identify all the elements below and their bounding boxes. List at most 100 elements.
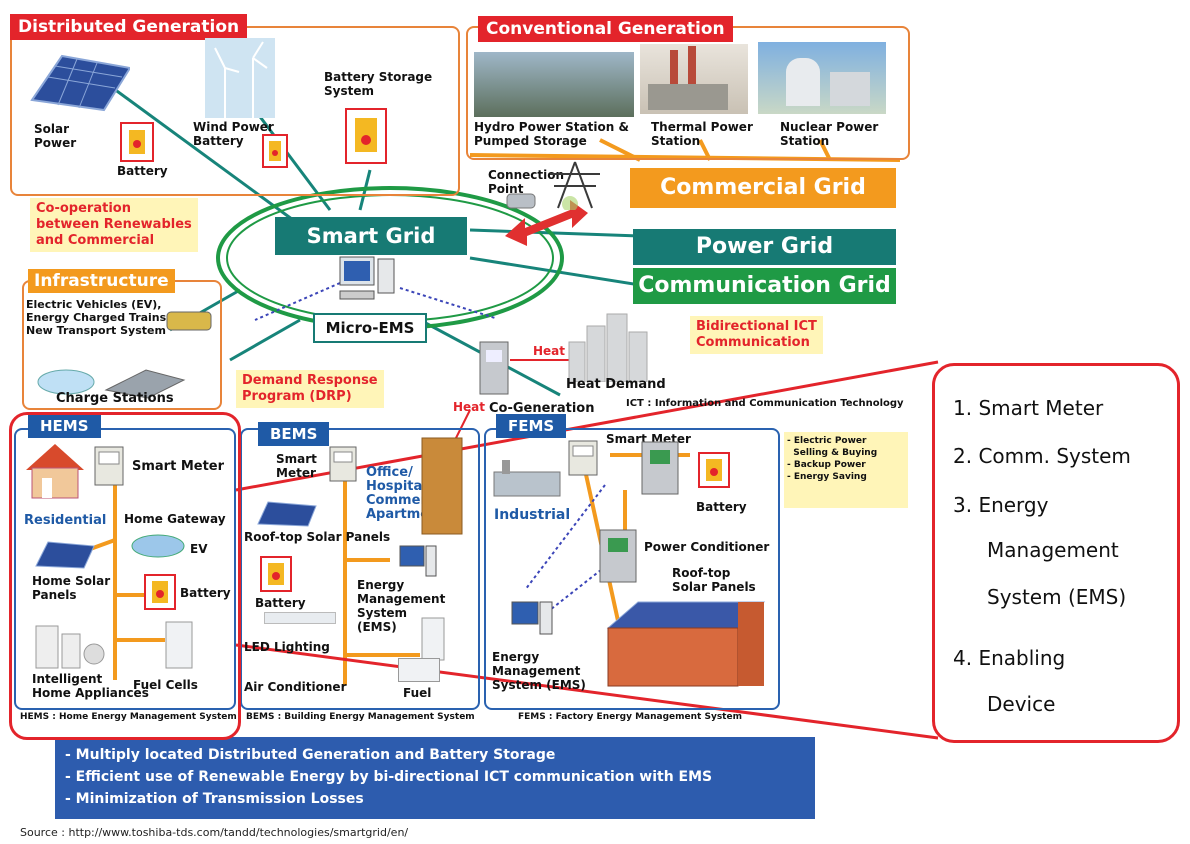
solar-panel-icon <box>30 54 130 112</box>
appliances-label: Intelligent Home Appliances <box>32 672 149 700</box>
hems-smart-meter-label: Smart Meter <box>132 459 225 474</box>
smart-meter-icon <box>94 446 124 486</box>
hems-highlight-box <box>9 412 241 740</box>
battery-storage-label: Battery Storage System <box>324 70 433 98</box>
fems-ems-label: Energy Management System (EMS) <box>492 650 586 692</box>
charge-station-icon <box>37 369 186 399</box>
battery-icon <box>260 556 292 592</box>
office-building-icon <box>421 437 463 535</box>
battery-icon <box>262 134 288 168</box>
computer-icon <box>339 256 395 300</box>
hems-battery-label: Battery <box>180 586 231 600</box>
distributed-battery-label: Battery <box>117 164 168 178</box>
battery-icon <box>698 452 730 488</box>
roof-solar-icon <box>257 501 317 527</box>
summary-band: - Multiply located Distributed Generatio… <box>55 737 815 819</box>
heat-demand-label: Heat Demand <box>566 377 666 392</box>
nuclear-station-label: Nuclear Power Station <box>780 120 879 148</box>
panel-item-4-line-2: Device <box>987 692 1056 716</box>
panel-item-3: 3. Energy <box>953 493 1049 517</box>
connection-point-label: Connection Point <box>488 168 565 196</box>
heat-demand-buildings-icon <box>568 313 648 382</box>
heat-label: Heat <box>533 344 566 358</box>
fuel-unit-icon <box>398 658 440 682</box>
hydro-station-image <box>474 52 634 117</box>
power-conditioner-top-icon <box>641 441 679 495</box>
industrial-label: Industrial <box>494 507 571 523</box>
co-generation-label: Co-Generation <box>489 401 595 416</box>
smart-grid-label: Smart Grid <box>275 217 467 255</box>
fems-notes: - Electric Power Selling & Buying - Back… <box>784 432 908 508</box>
house-icon <box>26 444 84 499</box>
panel-item-2: 2. Comm. System <box>953 444 1131 468</box>
battery-icon <box>120 122 154 162</box>
distributed-generation-title: Distributed Generation <box>10 14 248 40</box>
bems-solar-label: Roof-top Solar Panels <box>244 530 391 544</box>
panel-item-3-line-3: System (EMS) <box>987 585 1127 609</box>
ems-computer-icon <box>399 545 437 577</box>
hems-caption: HEMS : Home Energy Management System <box>20 712 237 722</box>
power-grid-band: Power Grid <box>633 229 896 265</box>
power-conditioner-label: Power Conditioner <box>644 540 770 554</box>
summary-line-2: - Efficient use of Renewable Energy by b… <box>65 769 713 785</box>
train-icon <box>166 311 212 331</box>
smart-meter-icon <box>329 446 357 482</box>
communication-grid-band: Communication Grid <box>633 268 896 304</box>
bems-fuel-label: Fuel <box>403 686 432 700</box>
home-gateway-label: Home Gateway <box>124 512 226 526</box>
bems-tab: BEMS <box>258 422 330 446</box>
transmission-tower-icon <box>550 161 600 210</box>
hems-tab: HEMS <box>28 414 101 438</box>
charge-stations-label: Charge Stations <box>56 391 174 406</box>
battery-storage-icon <box>345 108 387 164</box>
bems-ems-label: Energy Management System (EMS) <box>357 578 446 634</box>
drp-note: Demand Response Program (DRP) <box>236 370 384 408</box>
smart-meter-icon <box>568 440 598 476</box>
power-conditioner-icon <box>599 529 637 583</box>
infrastructure-title: Infrastructure <box>28 269 175 293</box>
bidirectional-ict-note: Bidirectional ICT Communication <box>690 316 823 354</box>
infrastructure-ev-label: Electric Vehicles (EV), Energy Charged T… <box>26 298 171 337</box>
home-solar-label: Home Solar Panels <box>32 574 111 602</box>
fems-solar-label: Roof-top Solar Panels <box>672 566 756 594</box>
ems-computer-icon <box>511 601 553 635</box>
home-solar-panel-icon <box>35 541 95 569</box>
hydro-station-label: Hydro Power Station & Pumped Storage <box>474 120 629 148</box>
battery-icon <box>144 574 176 610</box>
hems-frame <box>14 428 236 710</box>
panel-item-1: 1. Smart Meter <box>953 396 1104 420</box>
wind-power-label: Wind Power Battery <box>193 120 274 148</box>
factory-icon <box>493 460 561 497</box>
solar-power-label: Solar Power <box>34 122 77 150</box>
air-conditioner-label: Air Conditioner <box>244 680 347 694</box>
commercial-grid-band: Commercial Grid <box>630 168 896 208</box>
fems-caption: FEMS : Factory Energy Management System <box>518 712 742 722</box>
ict-definition: ICT : Information and Communication Tech… <box>626 398 904 409</box>
bems-smart-meter-label: Smart Meter <box>276 452 317 480</box>
panel-item-3-line-2: Management <box>987 538 1119 562</box>
fems-frame <box>484 428 780 710</box>
fems-battery-label: Battery <box>696 500 747 514</box>
led-light-icon <box>264 612 336 624</box>
fuel-cell-icon <box>421 617 445 661</box>
components-panel: 1. Smart Meter 2. Comm. System 3. Energy… <box>932 363 1180 743</box>
led-label: LED Lighting <box>244 640 330 654</box>
summary-line-3: - Minimization of Transmission Losses <box>65 791 364 807</box>
residential-label: Residential <box>24 513 107 528</box>
bems-caption: BEMS : Building Energy Management System <box>246 712 475 722</box>
micro-ems-label: Micro-EMS <box>313 313 427 343</box>
panel-item-4: 4. Enabling <box>953 646 1066 670</box>
co-generation-unit-icon <box>479 341 509 395</box>
heat-label-2: Heat <box>453 400 486 414</box>
source-citation: Source : http://www.toshiba-tds.com/tand… <box>20 826 409 839</box>
nuclear-station-image <box>758 42 886 114</box>
fuel-cell-icon <box>165 621 193 669</box>
fuel-cells-label: Fuel Cells <box>133 678 198 692</box>
summary-line-1: - Multiply located Distributed Generatio… <box>65 747 556 763</box>
factory-roof-solar-icon <box>606 601 766 687</box>
fems-tab: FEMS <box>496 414 567 438</box>
conventional-generation-title: Conventional Generation <box>478 16 733 42</box>
thermal-station-image <box>640 44 748 114</box>
ev-car-icon <box>131 534 185 558</box>
thermal-station-label: Thermal Power Station <box>651 120 753 148</box>
